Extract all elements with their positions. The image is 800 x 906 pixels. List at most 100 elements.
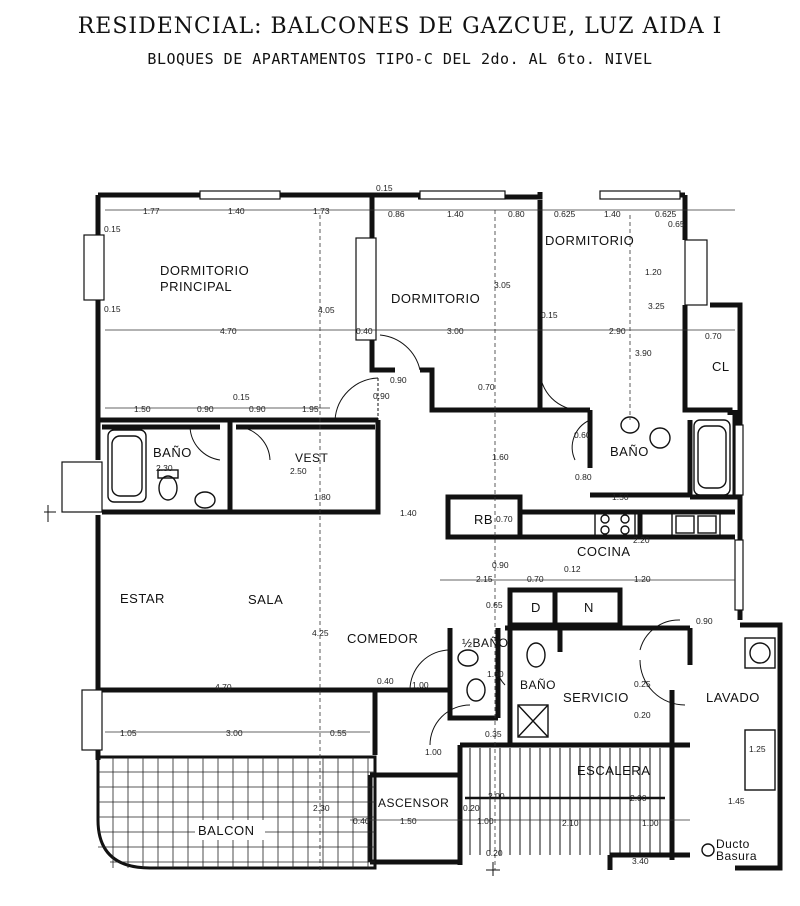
dimension-label: 0.40 (356, 326, 373, 336)
dimension-label: 0.90 (492, 560, 509, 570)
dimension-label: 1.00 (412, 680, 429, 690)
dimension-label: 1.00 (642, 818, 659, 828)
dimension-label: 0.40 (353, 816, 370, 826)
room-label: SERVICIO (563, 690, 629, 705)
dimension-label: 0.80 (575, 472, 592, 482)
dimension-label: 0.35 (485, 729, 502, 739)
dimension-label: 0.12 (564, 564, 581, 574)
bathtub-icon (693, 419, 731, 496)
dimension-label: 1.05 (120, 728, 137, 738)
dimension-label: 0.20 (463, 803, 480, 813)
sink-icon (457, 649, 479, 667)
dimension-label: 0.15 (104, 224, 121, 234)
room-label: Basura (716, 849, 757, 863)
washer-icon (744, 637, 776, 669)
dimension-label: 1.50 (134, 404, 151, 414)
dimension-label: 0.70 (496, 514, 513, 524)
room-label: ASCENSOR (378, 796, 449, 810)
windows (61, 190, 744, 751)
dimension-label: 1.20 (634, 574, 651, 584)
tank-icon (744, 729, 776, 791)
dimension-label: 3.05 (494, 280, 511, 290)
dimension-label: 2.20 (633, 535, 650, 545)
room-label: DORMITORIO (391, 291, 480, 306)
dimension-label: 1.50 (400, 816, 417, 826)
stove-icon (594, 511, 636, 538)
dimension-label: 1.40 (604, 209, 621, 219)
room-label: BAÑO (153, 445, 192, 460)
dimension-label: 1.00 (477, 816, 494, 826)
dimension-label: 1.40 (228, 206, 245, 216)
room-label: ESCALERA (577, 763, 650, 778)
room-label: COMEDOR (347, 631, 418, 646)
dimension-label: 2.10 (562, 818, 579, 828)
sink-icon (194, 491, 216, 509)
door-swings (189, 334, 686, 746)
dimension-lines (105, 209, 735, 870)
dimension-label: 1.60 (487, 669, 504, 679)
dimension-label: 0.625 (554, 209, 576, 219)
dimension-label: 1.25 (749, 744, 766, 754)
dimension-label: 1.80 (314, 492, 331, 502)
dimension-label: 0.60 (574, 430, 591, 440)
plan-subtitle: BLOQUES DE APARTAMENTOS TIPO-C DEL 2do. … (147, 50, 653, 68)
dimension-label: 0.15 (233, 392, 250, 402)
dimension-label: 2.30 (313, 803, 330, 813)
toilet-icon (466, 678, 486, 702)
dimension-label: 0.90 (696, 616, 713, 626)
dimension-label: 4.05 (318, 305, 335, 315)
room-label: ESTAR (120, 591, 165, 606)
dimension-label: 2.00 (630, 793, 647, 803)
dimension-label: 1.50 (612, 492, 629, 502)
dimension-labels: 0.15 1.77 1.40 1.73 0.86 1.40 0.80 0.625… (104, 183, 766, 866)
dimension-label: 0.86 (388, 209, 405, 219)
room-label: Ducto (716, 837, 750, 851)
room-label: VEST (295, 451, 329, 465)
room-label: RB (474, 512, 493, 527)
dimension-label: 2.50 (290, 466, 307, 476)
dimension-label: 0.15 (541, 310, 558, 320)
dimension-label: 0.65 (668, 219, 685, 229)
dimension-label: 1.40 (400, 508, 417, 518)
trash-chute-icon (701, 843, 715, 857)
dimension-label: 3.40 (632, 856, 649, 866)
kitchen-sink-icon (671, 511, 721, 538)
room-label: CL (712, 359, 730, 374)
dimension-label: 0.80 (508, 209, 525, 219)
room-label: N (584, 600, 594, 615)
dimension-label: 4.70 (215, 682, 232, 692)
balcony-floor (96, 755, 377, 870)
dimension-label: 3.00 (447, 326, 464, 336)
dimension-label: 2.00 (488, 791, 505, 801)
dimension-label: 4.70 (220, 326, 237, 336)
dimension-label: 0.15 (104, 304, 121, 314)
stair-treads (465, 748, 665, 855)
dimension-label: 0.20 (486, 848, 503, 858)
section-marks (44, 505, 500, 876)
dimension-label: 3.00 (226, 728, 243, 738)
dimension-label: 0.90 (390, 375, 407, 385)
toilet-icon (158, 475, 178, 501)
room-label: LAVADO (706, 690, 760, 705)
room-label: COCINA (577, 544, 631, 559)
room-label: BAÑO (610, 444, 649, 459)
toilet-icon (526, 642, 546, 668)
sink-icon (649, 427, 671, 449)
dimension-label: 1.20 (645, 267, 662, 277)
dimension-label: 2.30 (156, 463, 173, 473)
dimension-label: 4.25 (312, 628, 329, 638)
dimension-label: 1.45 (728, 796, 745, 806)
bathtub-icon (107, 429, 147, 503)
dimension-label: 0.625 (655, 209, 677, 219)
room-label: SALA (248, 592, 283, 607)
dimension-label: 0.55 (330, 728, 347, 738)
dimension-label: 0.70 (478, 382, 495, 392)
room-label: ½BAÑO (462, 636, 509, 650)
dimension-label: 2.90 (609, 326, 626, 336)
dimension-label: 0.20 (634, 710, 651, 720)
dimension-label: 3.25 (648, 301, 665, 311)
fixtures (107, 416, 776, 857)
dimension-label: 0.70 (527, 574, 544, 584)
room-label: BALCON (198, 823, 254, 838)
room-label: PRINCIPAL (160, 279, 232, 294)
